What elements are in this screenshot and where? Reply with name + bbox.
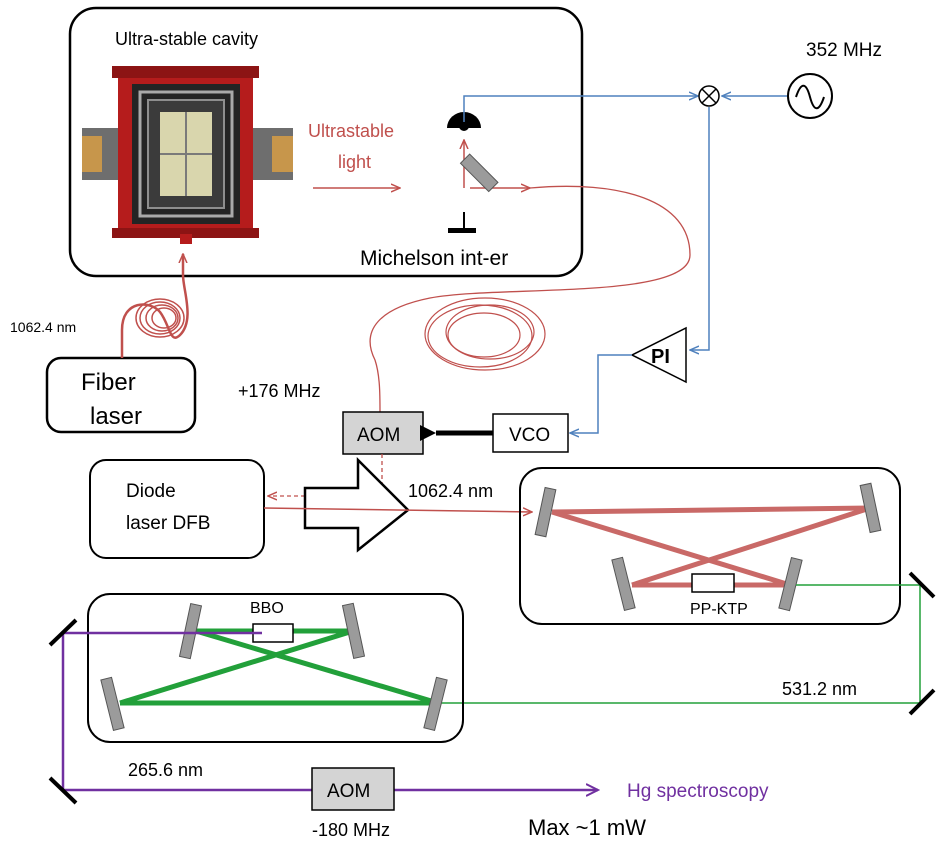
uv-mirror-top [48, 618, 78, 647]
aom-bottom-shift-label: -180 MHz [312, 820, 390, 840]
isolator-arrow [303, 456, 410, 553]
pp-ktp-crystal [691, 573, 735, 593]
cavity-image-icon [82, 66, 293, 244]
uv-wavelength-label: 265.6 nm [128, 760, 203, 780]
michelson-label: Michelson int-er [360, 247, 508, 270]
diode-output-beam [263, 508, 532, 512]
uv-cavity-box [87, 593, 464, 743]
uv-green-beams [119, 628, 439, 706]
aom-top-shift-label: +176 MHz [238, 381, 321, 401]
pi-controller [630, 326, 687, 384]
pi-label: PI [651, 346, 670, 368]
beam-splitter-icon [459, 153, 499, 193]
bbo-label: BBO [250, 600, 284, 617]
diode-label: Diode laser DFB [126, 481, 210, 534]
aom-top-label: AOM [357, 425, 400, 446]
diode-laser-box [89, 459, 265, 559]
cavity-title: Ultra-stable cavity [115, 29, 258, 49]
shg-mirrors [534, 482, 882, 612]
pp-ktp-label: PP-KTP [690, 601, 748, 618]
uv-mirror-bottom [48, 776, 78, 805]
ultrastable-label: Ultrastable light [308, 121, 399, 172]
aom-bottom-box [311, 767, 395, 811]
detector-signal-line [463, 96, 698, 122]
vco-box [492, 413, 569, 453]
aom-top-box [342, 411, 424, 455]
michelson-mirror [448, 228, 476, 233]
green-wavelength-label: 531.2 nm [782, 679, 857, 699]
hg-spectroscopy-label: Hg spectroscopy [627, 781, 769, 802]
cavity-box [68, 6, 584, 278]
fiber-coil-large [424, 297, 546, 371]
green-mirror-bottom [908, 688, 936, 716]
mixer-to-pi-line [690, 107, 710, 350]
green-mirror-top [908, 571, 936, 599]
freq-352-label: 352 MHz [806, 40, 882, 61]
max-power-label: Max ~1 mW [528, 815, 646, 840]
pi-to-vco-line [570, 354, 632, 433]
uv-mirrors [100, 602, 448, 732]
fiber-laser-label: Fiber laser [81, 369, 142, 430]
vco-label: VCO [509, 425, 550, 446]
green-beam [438, 584, 921, 704]
fiber-cavity-to-aom [369, 185, 691, 413]
diode-wavelength-label: 1062.4 nm [408, 481, 493, 501]
fiber-wavelength-label: 1062.4 nm [10, 319, 76, 335]
aom-bottom-label: AOM [327, 781, 370, 802]
shg-cavity-box [519, 467, 901, 625]
fiber-coil-small [135, 298, 185, 338]
